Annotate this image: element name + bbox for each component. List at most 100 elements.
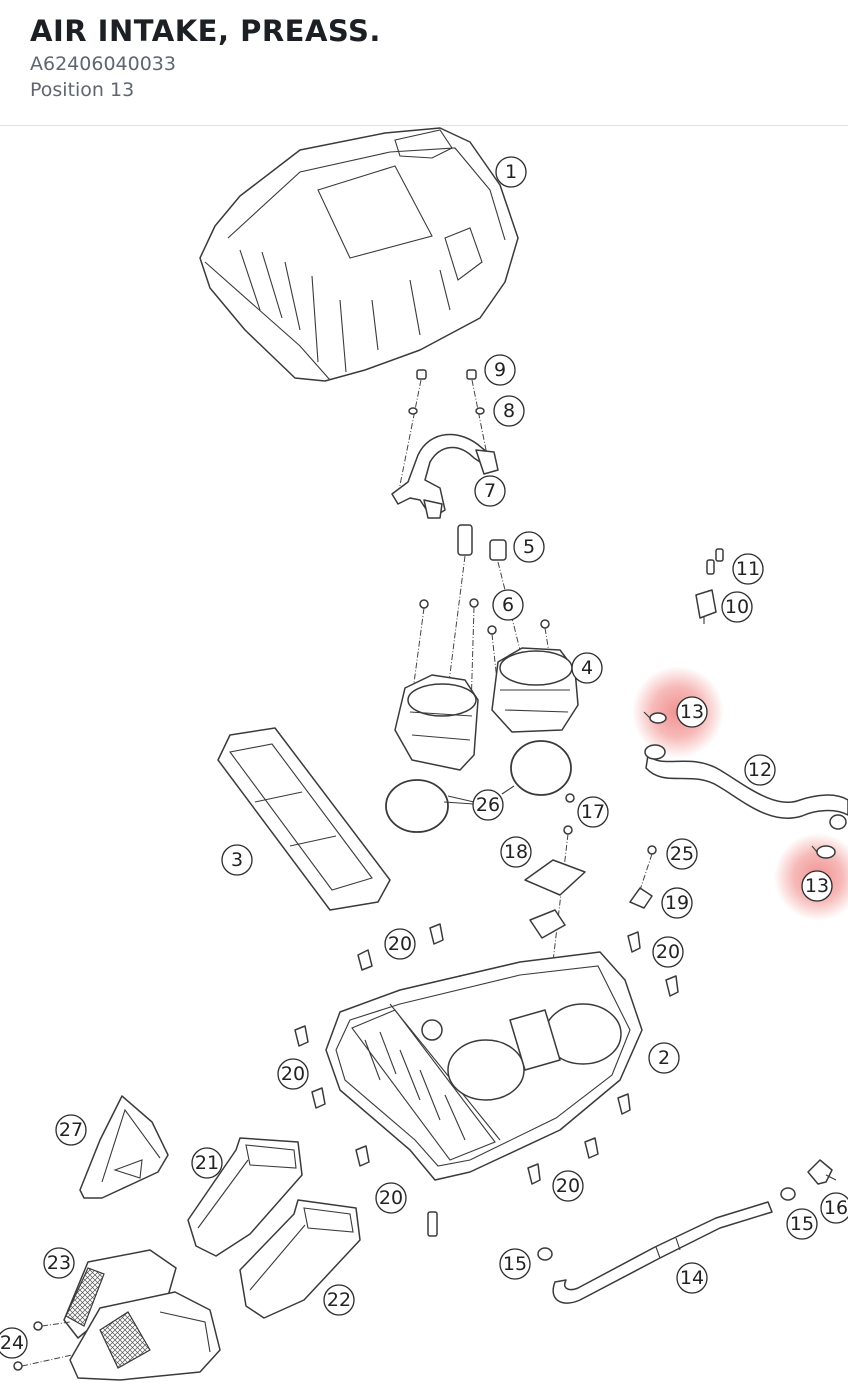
part-intake-manifolds-4[interactable] xyxy=(394,647,579,771)
part-clamp-13a[interactable] xyxy=(643,711,667,724)
callout-c21[interactable]: 21 xyxy=(191,1147,223,1179)
callout-circle xyxy=(513,531,545,563)
callout-circle xyxy=(801,870,833,902)
callout-circle xyxy=(499,1248,531,1280)
callout-circle xyxy=(474,475,506,507)
callout-c9[interactable]: 9 xyxy=(484,354,516,386)
callout-c11[interactable]: 11 xyxy=(732,553,764,585)
part-clamp-13b[interactable] xyxy=(811,845,836,859)
callout-circle xyxy=(552,1170,584,1202)
callout-circle xyxy=(732,553,764,585)
part-clips-20[interactable] xyxy=(294,923,679,1185)
callout-circle xyxy=(495,156,527,188)
part-breather-hose-7[interactable] xyxy=(391,433,499,519)
part-airbox-housing-2[interactable] xyxy=(325,951,643,1181)
callout-c20c[interactable]: 20 xyxy=(277,1058,309,1090)
callout-number: 17 xyxy=(581,801,605,823)
callout-c18[interactable]: 18 xyxy=(500,836,532,868)
callout-c15b[interactable]: 15 xyxy=(786,1208,818,1240)
part-screws-11[interactable] xyxy=(706,548,724,575)
part-o-rings-26[interactable] xyxy=(385,740,572,833)
callout-c20b[interactable]: 20 xyxy=(652,936,684,968)
callout-circle xyxy=(323,1284,355,1316)
callout-number: 9 xyxy=(494,359,506,381)
callout-number: 16 xyxy=(824,1197,848,1219)
callout-number: 1 xyxy=(505,161,517,183)
callout-c27[interactable]: 27 xyxy=(55,1114,87,1146)
callout-circle xyxy=(721,591,753,623)
part-drain-pin[interactable] xyxy=(427,1211,438,1237)
part-clamps-15[interactable] xyxy=(537,1187,796,1261)
callout-circle xyxy=(221,844,253,876)
callout-circle xyxy=(384,928,416,960)
callout-circle xyxy=(55,1114,87,1146)
callout-number: 3 xyxy=(231,849,243,871)
page-title: AIR INTAKE, PREASS. xyxy=(30,14,381,48)
callout-circle xyxy=(492,589,524,621)
callout-number: 10 xyxy=(725,596,749,618)
callout-number: 15 xyxy=(790,1213,814,1235)
callout-circle xyxy=(648,1042,680,1074)
callout-c12[interactable]: 12 xyxy=(744,754,776,786)
callout-number: 20 xyxy=(379,1187,403,1209)
part-clip-19[interactable] xyxy=(629,887,653,909)
callout-number: 19 xyxy=(665,892,689,914)
part-fitting-16[interactable] xyxy=(807,1159,837,1185)
callout-c3[interactable]: 3 xyxy=(221,844,253,876)
callout-circle xyxy=(571,652,603,684)
callout-number: 20 xyxy=(281,1063,305,1085)
callout-c25[interactable]: 25 xyxy=(666,838,698,870)
callout-c20d[interactable]: 20 xyxy=(375,1182,407,1214)
part-bracket-18[interactable] xyxy=(524,859,586,939)
callout-circle xyxy=(191,1147,223,1179)
callout-circle xyxy=(43,1247,75,1279)
callout-circle xyxy=(744,754,776,786)
part-airbox-cover[interactable] xyxy=(199,127,519,382)
callout-c13b[interactable]: 13 xyxy=(801,870,833,902)
part-drain-hose-14[interactable] xyxy=(552,1201,773,1304)
callout-c23[interactable]: 23 xyxy=(43,1247,75,1279)
callout-c19[interactable]: 19 xyxy=(661,887,693,919)
callout-circle xyxy=(676,1262,708,1294)
part-hose-12[interactable] xyxy=(644,744,848,830)
callout-c20e[interactable]: 20 xyxy=(552,1170,584,1202)
callout-c4[interactable]: 4 xyxy=(571,652,603,684)
part-sensor-5[interactable] xyxy=(447,524,521,691)
callout-c17[interactable]: 17 xyxy=(577,796,609,828)
callout-c7[interactable]: 7 xyxy=(474,475,506,507)
callout-circle xyxy=(500,836,532,868)
callout-c26[interactable]: 26 xyxy=(472,789,504,821)
part-air-filter-3[interactable] xyxy=(217,727,391,911)
part-valve-10[interactable] xyxy=(695,589,717,624)
callout-c5[interactable]: 5 xyxy=(513,531,545,563)
callout-c15a[interactable]: 15 xyxy=(499,1248,531,1280)
callout-circle xyxy=(472,789,504,821)
part-intake-grilles-23[interactable] xyxy=(63,1249,221,1381)
callout-c2[interactable]: 2 xyxy=(648,1042,680,1074)
callout-c16[interactable]: 16 xyxy=(820,1192,848,1224)
part-intake-snorkel-21[interactable] xyxy=(187,1137,303,1257)
position-label: Position 13 xyxy=(30,79,135,101)
callout-c6[interactable]: 6 xyxy=(492,589,524,621)
callout-circle xyxy=(0,1327,28,1359)
part-intake-snorkel-22[interactable] xyxy=(239,1199,361,1319)
callout-c20a[interactable]: 20 xyxy=(384,928,416,960)
part-washers-8[interactable] xyxy=(408,407,485,415)
callout-c8[interactable]: 8 xyxy=(493,395,525,427)
callout-c14[interactable]: 14 xyxy=(676,1262,708,1294)
callout-c22[interactable]: 22 xyxy=(323,1284,355,1316)
callout-number: 20 xyxy=(556,1175,580,1197)
part-duct-cover-27[interactable] xyxy=(79,1095,169,1199)
callout-number: 26 xyxy=(476,794,500,816)
callout-c13a[interactable]: 13 xyxy=(676,696,708,728)
callout-c24[interactable]: 24 xyxy=(0,1327,28,1359)
callout-number: 24 xyxy=(0,1332,24,1354)
part-fasteners-24[interactable] xyxy=(13,1321,73,1371)
part-screw-25[interactable] xyxy=(639,845,657,891)
callout-c1[interactable]: 1 xyxy=(495,156,527,188)
part-screws-17[interactable] xyxy=(544,793,575,1031)
part-bolts-9[interactable] xyxy=(397,369,489,496)
callout-c10[interactable]: 10 xyxy=(721,591,753,623)
